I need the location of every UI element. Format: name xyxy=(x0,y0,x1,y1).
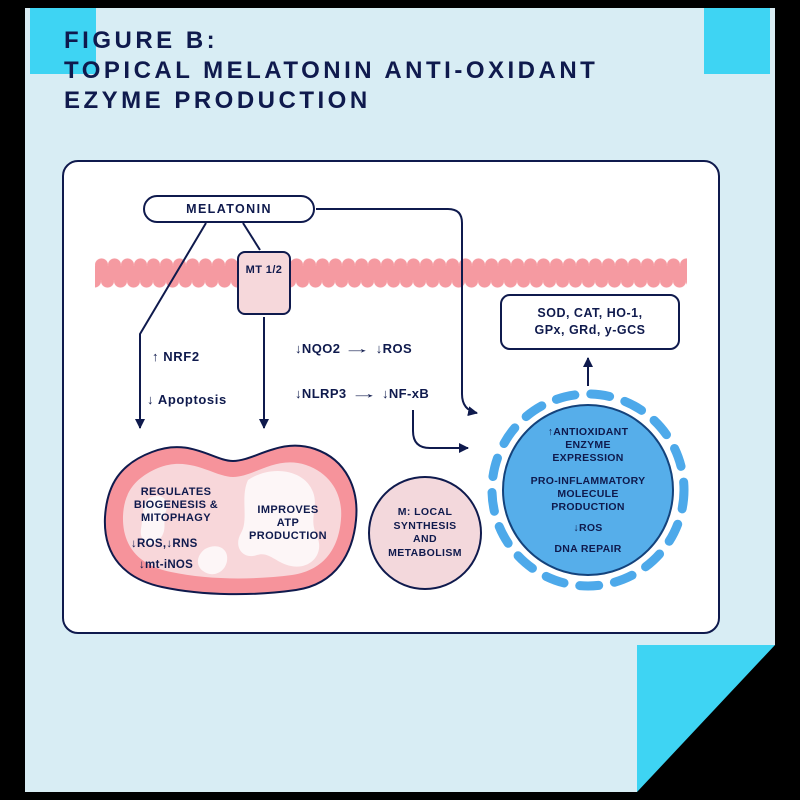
long-right-arrow-icon: → xyxy=(343,341,373,356)
nqo2-label: ↓NQO2 xyxy=(295,341,341,356)
mito-atp-line: IMPROVES xyxy=(257,504,319,516)
nucleus-line: DNA REPAIR xyxy=(554,543,622,555)
nucleus-line: MOLECULE xyxy=(557,488,619,500)
title-line-1: FIGURE B: xyxy=(64,27,219,54)
nucleus-line: ↑ANTIOXIDANT xyxy=(547,426,629,438)
local-synthesis-line: M: LOCAL xyxy=(397,506,453,518)
enzyme-line-2: GPx, GRd, y-GCS xyxy=(534,323,646,337)
long-right-arrow-icon: → xyxy=(349,386,379,401)
cell-membrane-illustration xyxy=(95,258,687,288)
nlrp3-pathway-row: ↓NLRP3 → ↓NF-xB xyxy=(295,386,429,401)
mito-function-line: MITOPHAGY xyxy=(140,512,211,524)
mito-atp-line: ATP xyxy=(276,517,300,529)
mito-function-line: REGULATES xyxy=(140,486,212,498)
nucleus-line: EXPRESSION xyxy=(552,452,624,464)
mito-function-line: BIOGENESIS & xyxy=(133,499,219,511)
nqo2-pathway-row: ↓NQO2 → ↓ROS xyxy=(295,341,412,356)
nfxb-label: ↓NF-xB xyxy=(381,386,430,401)
nucleus-line: PRODUCTION xyxy=(551,501,625,513)
enzyme-line-1: SOD, CAT, HO-1, xyxy=(537,306,643,320)
corner-accent-right xyxy=(704,8,770,74)
mt-receptor-box: MT 1/2 xyxy=(237,251,291,315)
nucleus-line: PRO-INFLAMMATORY xyxy=(530,475,646,487)
figure-title: FIGURE B: TOPICAL MELATONIN ANTI-OXIDANT… xyxy=(64,26,598,116)
nucleus-line: ENZYME xyxy=(565,439,611,451)
melatonin-label: MELATONIN xyxy=(186,202,272,216)
ros-label: ↓ROS xyxy=(375,341,413,356)
nlrp3-label: ↓NLRP3 xyxy=(295,386,347,401)
apoptosis-label: ↓ Apoptosis xyxy=(147,392,227,407)
mito-atp-line: PRODUCTION xyxy=(249,530,327,542)
local-synthesis-line: AND xyxy=(413,533,437,545)
mitochondria-function-label: REGULATES BIOGENESIS & MITOPHAGY xyxy=(114,486,238,525)
mito-ros-rns-label: ↓ROS,↓RNS xyxy=(131,538,198,550)
corner-accent-left xyxy=(30,8,96,74)
mito-inos-label: ↓mt-iNOS xyxy=(139,559,194,571)
local-synthesis-circle: M: LOCAL SYNTHESIS AND METABOLISM xyxy=(368,476,482,590)
title-line-2: TOPICAL MELATONIN ANTI-OXIDANT xyxy=(64,57,599,84)
mt-receptor-label: MT 1/2 xyxy=(245,264,283,276)
enzyme-output-box: SOD, CAT, HO-1, GPx, GRd, y-GCS xyxy=(500,294,680,350)
nucleus-line: ↓ROS xyxy=(573,522,603,534)
local-synthesis-line: SYNTHESIS xyxy=(393,519,457,532)
title-line-3: EZYME PRODUCTION xyxy=(64,87,371,114)
mitochondria-atp-label: IMPROVES ATP PRODUCTION xyxy=(232,504,344,543)
melatonin-pill: MELATONIN xyxy=(143,195,315,223)
local-synthesis-line: METABOLISM xyxy=(388,546,462,559)
nucleus-circle: ↑ANTIOXIDANT ENZYME EXPRESSION PRO-INFLA… xyxy=(502,404,674,576)
nrf2-label: ↑ NRF2 xyxy=(152,349,200,364)
